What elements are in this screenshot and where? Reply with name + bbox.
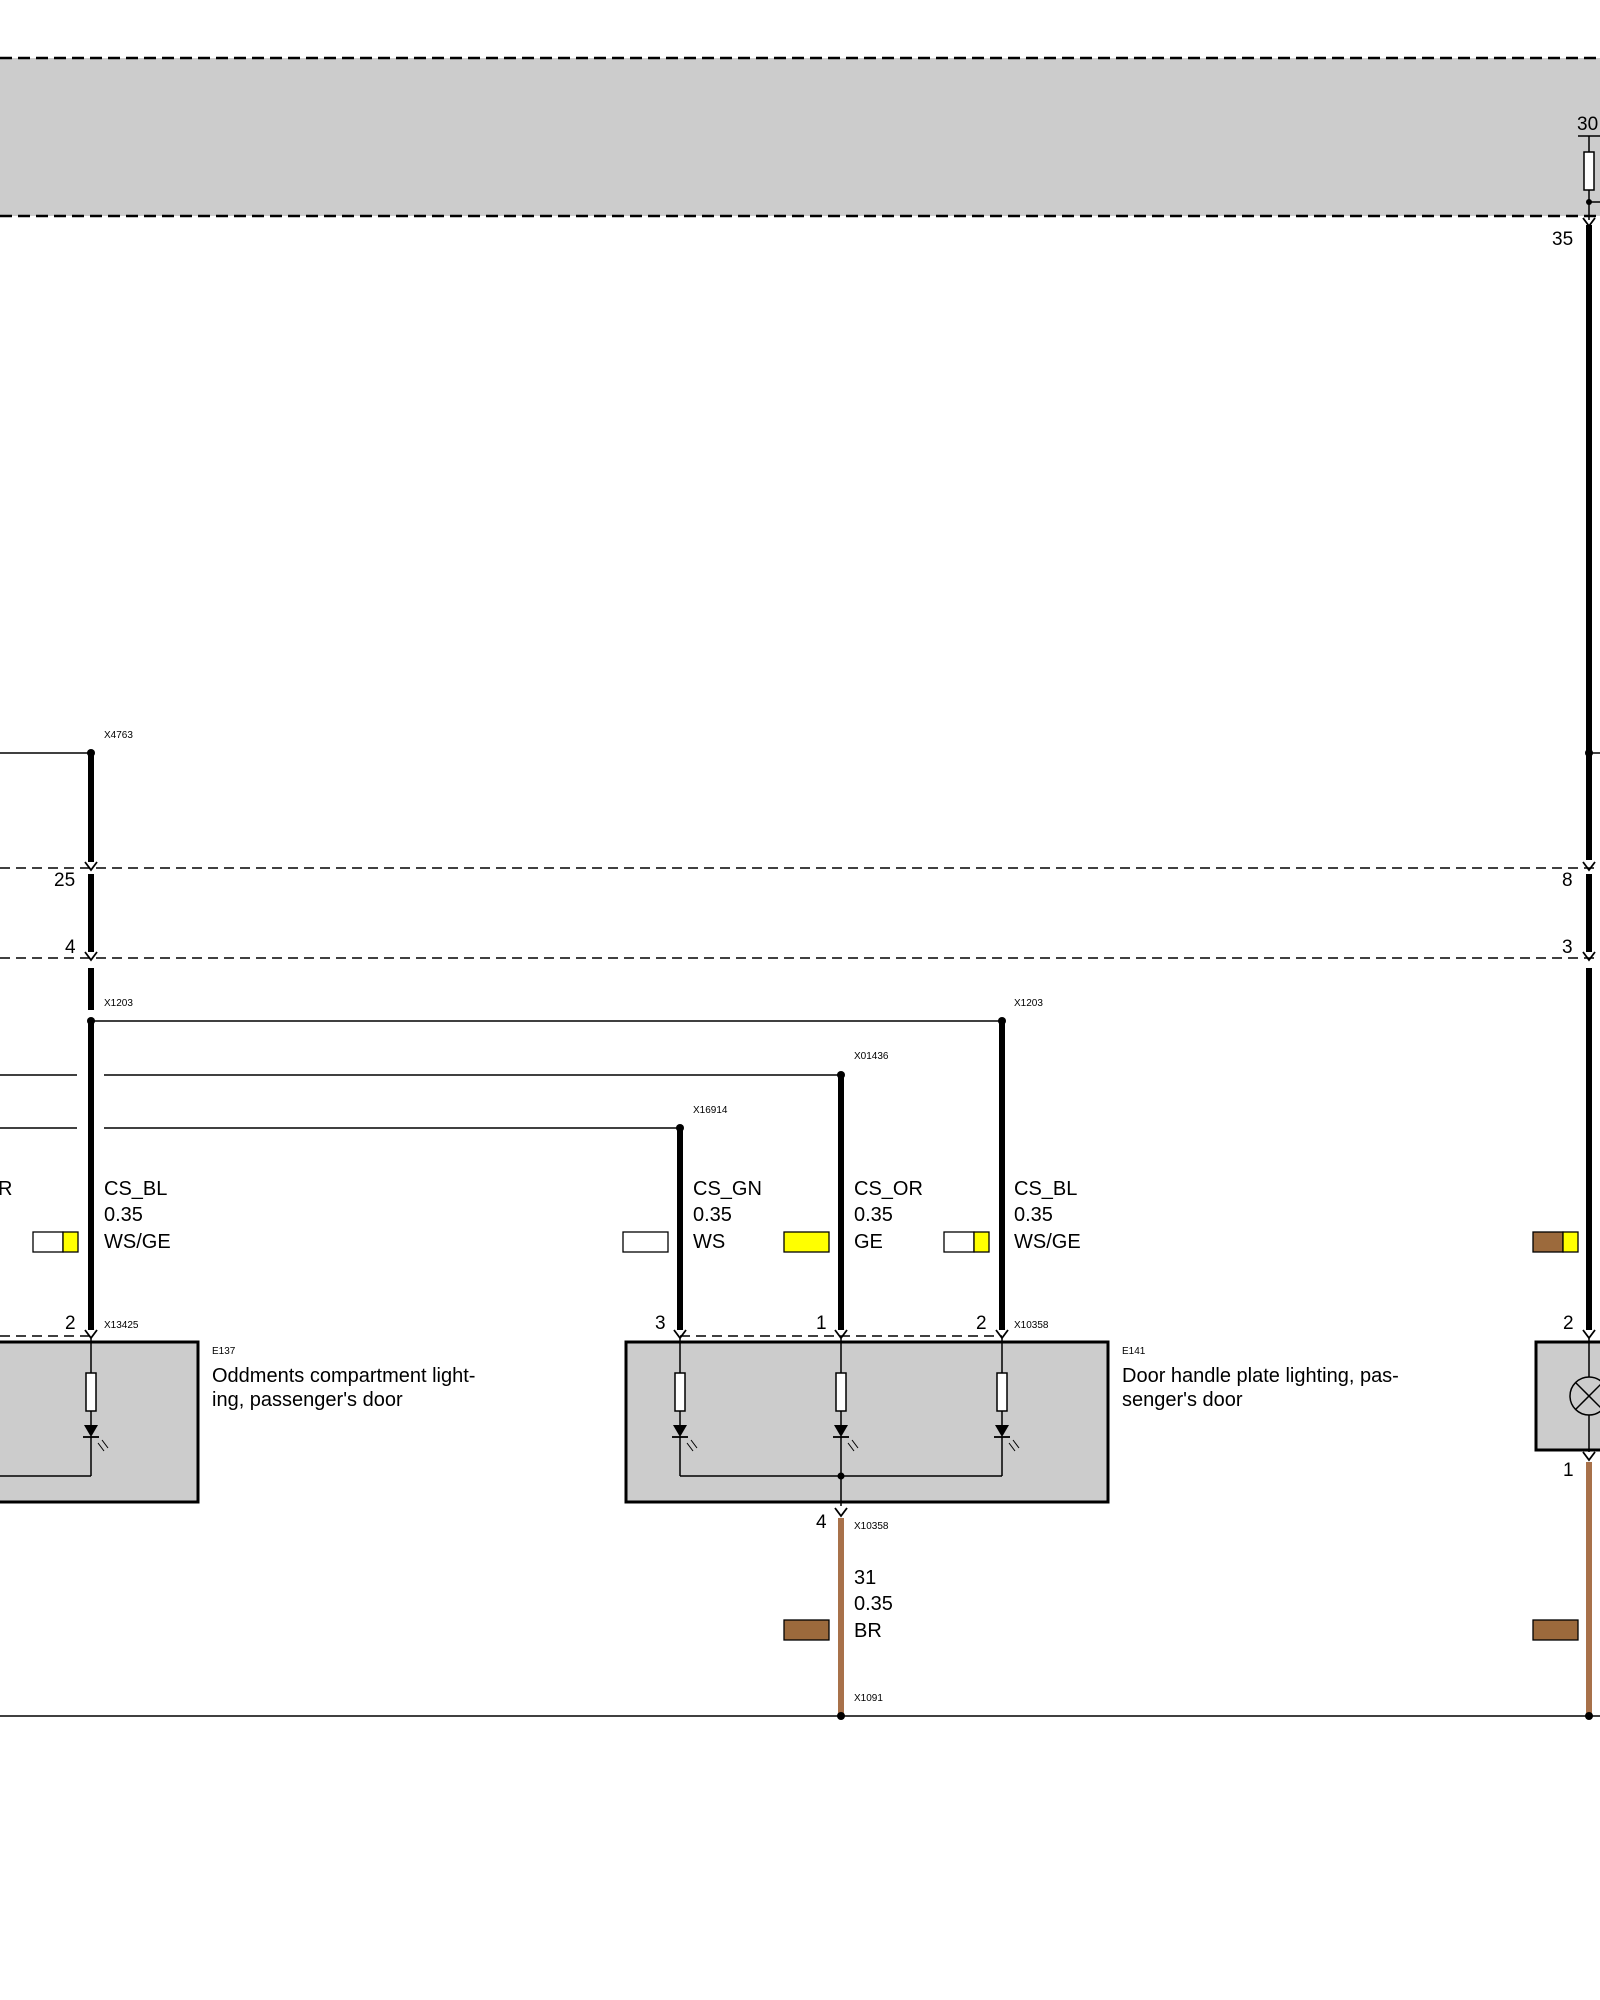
pin-label-3: 3 — [1562, 937, 1573, 958]
connector-pin-4-top — [84, 951, 98, 962]
e141-pin-label-4: 4 — [816, 1512, 827, 1533]
lamp-bulb-icon — [1569, 1338, 1600, 1452]
connector-pin-35 — [1582, 217, 1596, 228]
wire-color-bl: WS/GE — [1014, 1231, 1081, 1253]
connector-label-x10358-top: X10358 — [1014, 1320, 1049, 1331]
connector-pin-3-top — [1582, 951, 1596, 962]
wire-color-or: GE — [854, 1231, 883, 1253]
connector-pin-8-top — [1582, 861, 1596, 872]
connector-label-x16914: X16914 — [693, 1105, 728, 1116]
e137-pin-label: 2 — [65, 1313, 76, 1334]
wire-code-e137: CS_BL — [104, 1178, 167, 1200]
connector-label-x4763: X4763 — [104, 730, 133, 741]
wire-color-e137: WS/GE — [104, 1231, 171, 1253]
pin-label-25: 25 — [54, 870, 75, 891]
e137-component-id: E137 — [212, 1346, 236, 1357]
connector-label-x10358-bottom: X10358 — [854, 1521, 889, 1532]
top-module-box — [0, 58, 1600, 216]
connector-label-x1203-left: X1203 — [104, 998, 133, 1009]
pin-label-35: 35 — [1552, 229, 1573, 250]
color-swatch-or — [783, 1231, 830, 1253]
wire-size-ground: 0.35 — [854, 1593, 893, 1615]
fuse-symbol — [1578, 135, 1600, 220]
e137-component-name-2: ing, passenger's door — [212, 1389, 403, 1411]
color-swatch-ground — [783, 1619, 830, 1641]
wire-code-or: CS_OR — [854, 1178, 923, 1200]
e141-connector-pin-3 — [673, 1329, 687, 1340]
connector-label-x01436: X01436 — [854, 1051, 889, 1062]
splice-x1091 — [837, 1712, 845, 1720]
e141-led-icon-or — [833, 1338, 859, 1506]
color-swatch-gn — [622, 1231, 669, 1253]
right-lamp-connector-pin-1 — [1582, 1451, 1596, 1462]
connector-label-x13425: X13425 — [104, 1320, 139, 1331]
wire-size-bl: 0.35 — [1014, 1204, 1053, 1226]
pin-label-4: 4 — [65, 937, 76, 958]
e141-connector-pin-2 — [995, 1329, 1009, 1340]
color-swatch-right — [1532, 1231, 1579, 1253]
e141-module-box — [624, 1340, 1110, 1504]
wire-size-gn: 0.35 — [693, 1204, 732, 1226]
wire-color-gn: WS — [693, 1231, 725, 1253]
color-swatch-right-ground — [1532, 1619, 1579, 1641]
wire-code-ground: 31 — [854, 1567, 876, 1589]
right-lamp-pin-label-2: 2 — [1563, 1313, 1574, 1334]
wire-size-e137: 0.35 — [104, 1204, 143, 1226]
right-lamp-connector-pin-2 — [1582, 1329, 1596, 1340]
pin-label-8: 8 — [1562, 870, 1573, 891]
e141-connector-pin-1 — [834, 1329, 848, 1340]
color-swatch-bl — [943, 1231, 990, 1253]
pin-label-30: 30 — [1577, 114, 1598, 135]
e141-component-id: E141 — [1122, 1346, 1146, 1357]
e141-component-name-2: senger's door — [1122, 1389, 1243, 1411]
e137-led-icon — [0, 1338, 109, 1477]
e137-connector-pin — [84, 1329, 98, 1340]
e141-internal-junction — [837, 1472, 845, 1480]
wire-code-gn: CS_GN — [693, 1178, 762, 1200]
e141-component-name-1: Door handle plate lighting, pas- — [1122, 1365, 1399, 1387]
e141-pin-label-1: 1 — [816, 1313, 827, 1334]
wire-code-bl: CS_BL — [1014, 1178, 1077, 1200]
e137-module-box — [0, 1340, 200, 1504]
color-swatch-e137 — [32, 1231, 79, 1253]
wire-color-ground: BR — [854, 1620, 882, 1642]
e137-component-name-1: Oddments compartment light- — [212, 1365, 475, 1387]
splice-ground-right — [1585, 1712, 1593, 1720]
e141-led-icon-gn — [672, 1338, 698, 1476]
connector-pin-25-top — [84, 861, 98, 872]
e141-led-icon-bl — [994, 1338, 1020, 1476]
connector-label-x1203-right: X1203 — [1014, 998, 1043, 1009]
e141-pin-label-2: 2 — [976, 1313, 987, 1334]
connector-label-x1091: X1091 — [854, 1693, 883, 1704]
e141-pin-label-3: 3 — [655, 1313, 666, 1334]
wire-code-left-edge: R — [0, 1178, 12, 1200]
right-lamp-pin-label-1: 1 — [1563, 1460, 1574, 1481]
e141-connector-pin-4 — [834, 1507, 848, 1518]
wire-size-or: 0.35 — [854, 1204, 893, 1226]
